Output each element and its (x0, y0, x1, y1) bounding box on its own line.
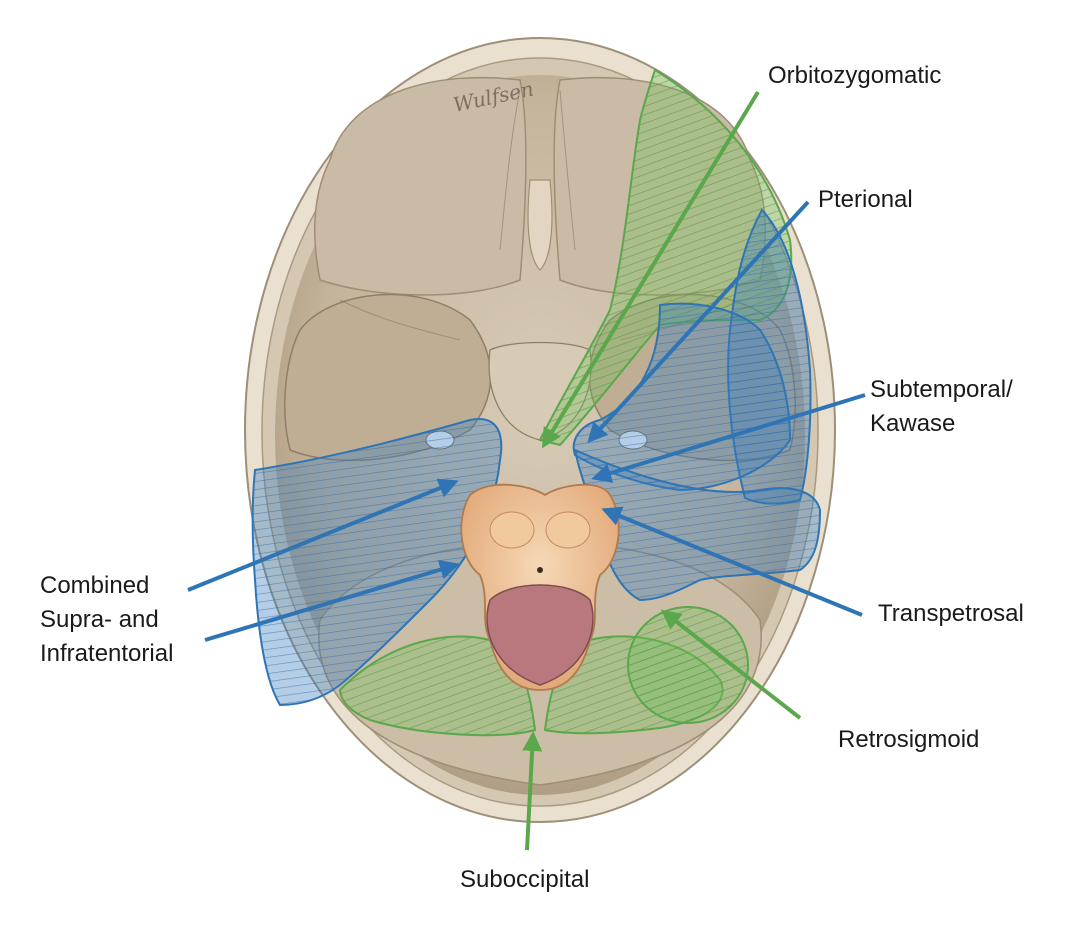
suture-lines (339, 89, 741, 341)
combined-arrow-upper (187, 478, 459, 592)
label-orbitozygomatic: Orbitozygomatic (768, 62, 942, 89)
suboccipital-arrow (522, 731, 543, 851)
label-transpetrosal: Transpetrosal (878, 600, 1024, 627)
retrosigmoid-region (627, 606, 749, 724)
combined-arrow-lower (204, 559, 460, 642)
transpetrosal-arrow (601, 506, 863, 617)
crista-galli (527, 179, 553, 271)
label-suboccipital: Suboccipital (460, 866, 590, 893)
label-subtemporal-line2: Kawase (870, 410, 956, 437)
brainstem (460, 483, 620, 691)
retrosigmoid-arrow (660, 609, 802, 720)
subtemporal-arrow (591, 393, 866, 483)
label-retrosigmoid: Retrosigmoid (838, 726, 980, 753)
pterional-arrow (587, 200, 810, 443)
label-combined-line3: Infratentorial (40, 640, 174, 667)
label-subtemporal-line1: Subtemporal/ (870, 376, 1013, 403)
label-pterional: Pterional (818, 186, 913, 213)
label-combined-line2: Supra- and (40, 606, 159, 633)
orbitozygomatic-arrow (541, 90, 760, 449)
label-combined-line1: Combined (40, 572, 150, 599)
anterior-fossa-left (314, 76, 527, 296)
